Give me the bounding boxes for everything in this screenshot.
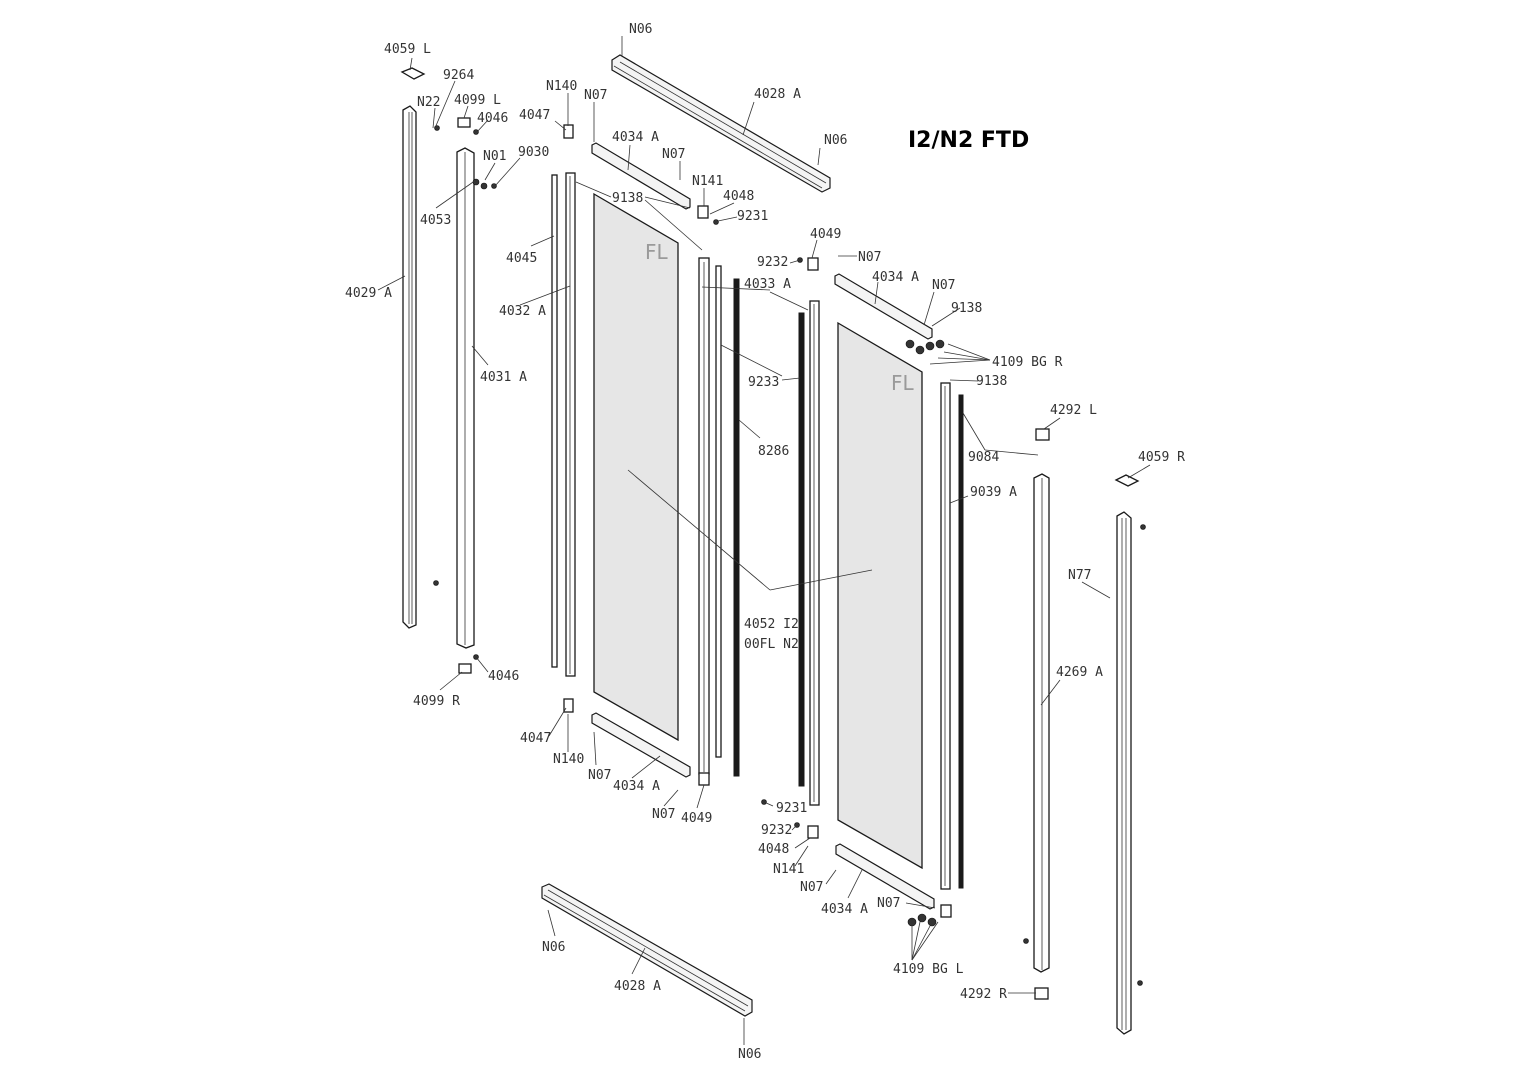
- part-label: 9039 A: [970, 485, 1017, 500]
- part-label: 9233: [748, 375, 779, 390]
- profile-4031a: [456, 147, 475, 649]
- part-labels: N06 4059 L 9264 N22 4099 L 4046 N140 404…: [345, 22, 1185, 1062]
- part-label: 4028 A: [614, 979, 661, 994]
- part-label: 4059 R: [1138, 450, 1185, 465]
- part-label: N06: [542, 940, 565, 955]
- seal-9233-left: [715, 265, 722, 758]
- part-label: 4292 L: [1050, 403, 1097, 418]
- diagram-title: I2/N2 FTD: [908, 128, 1029, 153]
- leader-lines: [377, 36, 1151, 1045]
- profile-4033a-right: [809, 300, 820, 806]
- part-label: 4053: [420, 213, 451, 228]
- part-label: N77: [1068, 568, 1091, 583]
- part-label: 4292 R: [960, 987, 1007, 1002]
- bottom-rail-4028a: [541, 883, 753, 1017]
- part-label: 9264: [443, 68, 474, 83]
- part-label: N07: [584, 88, 607, 103]
- small-parts: [400, 67, 1146, 1000]
- part-label: 4031 A: [480, 370, 527, 385]
- part-label: 4033 A: [744, 277, 791, 292]
- part-label: 9030: [518, 145, 549, 160]
- part-label: N140: [546, 79, 577, 94]
- part-label: 4109 BG L: [893, 962, 964, 977]
- guide-4034a-3: [591, 712, 691, 778]
- profile-4269a: [1033, 473, 1050, 973]
- part-label: 4045: [506, 251, 537, 266]
- part-label: 4028 A: [754, 87, 801, 102]
- part-label: N22: [417, 95, 440, 110]
- part-label: 9138: [976, 374, 1007, 389]
- part-label: N141: [773, 862, 804, 877]
- part-label: 4269 A: [1056, 665, 1103, 680]
- part-label: 4048: [758, 842, 789, 857]
- guide-4034a-4: [835, 843, 935, 910]
- top-rail-4028a: [611, 54, 831, 193]
- part-label: N140: [553, 752, 584, 767]
- seal-8286: [733, 278, 740, 777]
- glass-mark-left: FL: [645, 240, 669, 264]
- part-label: 9232: [761, 823, 792, 838]
- part-label: 4109 BG R: [992, 355, 1063, 370]
- part-label: N06: [824, 133, 847, 148]
- part-label: 9084: [968, 450, 999, 465]
- part-label: N07: [800, 880, 823, 895]
- part-label: 4059 L: [384, 42, 431, 57]
- part-label: N01: [483, 149, 506, 164]
- part-label: 4046: [477, 111, 508, 126]
- seal-9084: [958, 394, 964, 889]
- profile-4032a: [565, 172, 576, 677]
- part-label: 4034 A: [612, 130, 659, 145]
- part-label: 4047: [519, 108, 550, 123]
- part-label: 00FL N2: [744, 637, 799, 652]
- seal-9233-right: [798, 312, 805, 787]
- part-label: 4034 A: [613, 779, 660, 794]
- part-label: N06: [738, 1047, 761, 1062]
- part-label: N07: [877, 896, 900, 911]
- part-label: 4099 R: [413, 694, 460, 709]
- part-label: 4099 L: [454, 93, 501, 108]
- guide-4034a-2: [834, 273, 933, 340]
- part-label: 4034 A: [872, 270, 919, 285]
- profile-4045: [551, 174, 558, 668]
- wall-profile-right: [1116, 511, 1132, 1035]
- part-label: 4046: [488, 669, 519, 684]
- part-label: N141: [692, 174, 723, 189]
- profile-9039a: [940, 382, 951, 890]
- part-label: 9231: [737, 209, 768, 224]
- part-label: 4049: [681, 811, 712, 826]
- glass-panel-left: [593, 192, 679, 742]
- part-label: N07: [652, 807, 675, 822]
- part-label: 4034 A: [821, 902, 868, 917]
- glass-panel-right: [837, 321, 923, 870]
- part-label: 4029 A: [345, 286, 392, 301]
- part-label: 4052 I2: [744, 617, 799, 632]
- wall-profile-4029a: [402, 105, 417, 629]
- part-label: N07: [662, 147, 685, 162]
- part-label: 9138: [612, 191, 643, 206]
- part-label: N07: [588, 768, 611, 783]
- part-label: N07: [858, 250, 881, 265]
- glass-mark-right: FL: [891, 371, 915, 395]
- part-label: 4049: [810, 227, 841, 242]
- guide-4034a-1: [591, 142, 691, 210]
- part-label: N07: [932, 278, 955, 293]
- part-label: 4032 A: [499, 304, 546, 319]
- part-label: N06: [629, 22, 652, 37]
- part-label: 9231: [776, 801, 807, 816]
- part-label: 9232: [757, 255, 788, 270]
- part-label: 4047: [520, 731, 551, 746]
- part-label: 8286: [758, 444, 789, 459]
- part-label: 9138: [951, 301, 982, 316]
- part-label: 4048: [723, 189, 754, 204]
